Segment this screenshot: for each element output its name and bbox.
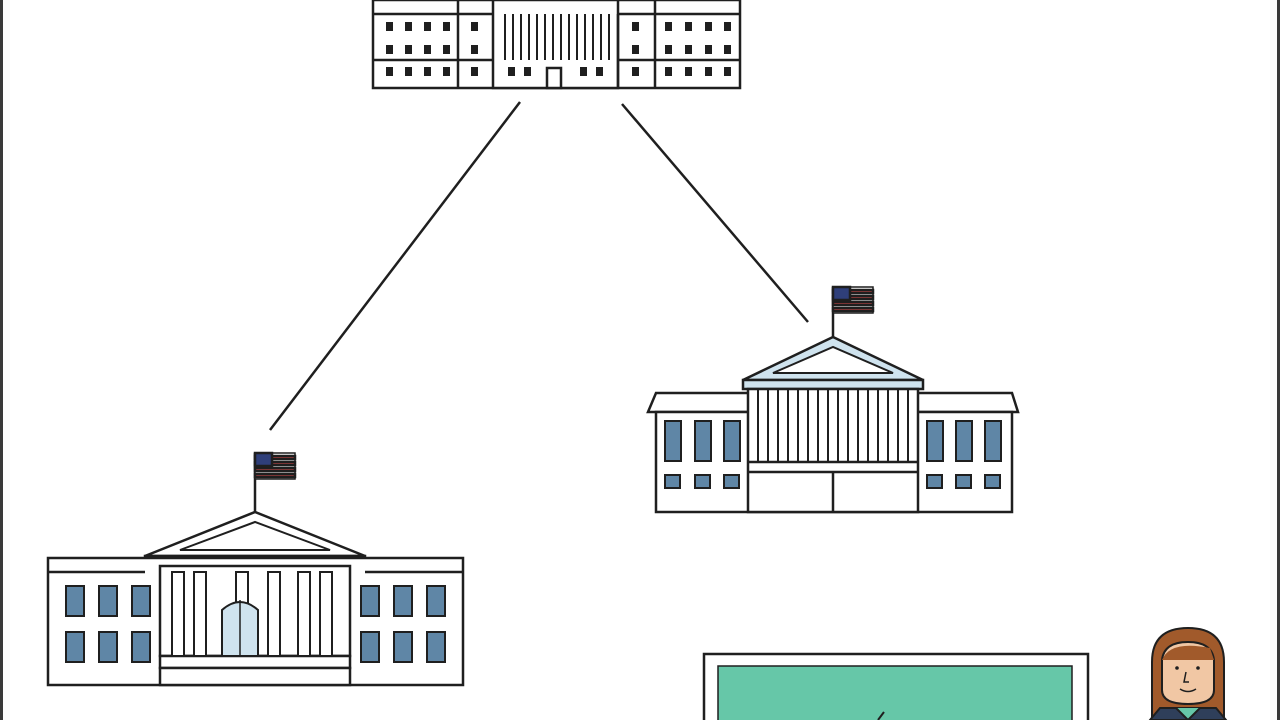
connector-line-left <box>269 101 521 431</box>
right-frame-edge <box>1277 0 1280 720</box>
connector-line-right <box>621 103 809 323</box>
flag-icon <box>831 285 875 315</box>
executive-building-left <box>46 451 465 687</box>
flag-icon <box>253 451 297 481</box>
courthouse-building-right <box>646 285 1020 514</box>
person-illustration <box>1148 626 1228 720</box>
left-frame-edge <box>0 0 3 720</box>
framed-board <box>702 652 1090 720</box>
capitol-building-top <box>371 0 742 90</box>
